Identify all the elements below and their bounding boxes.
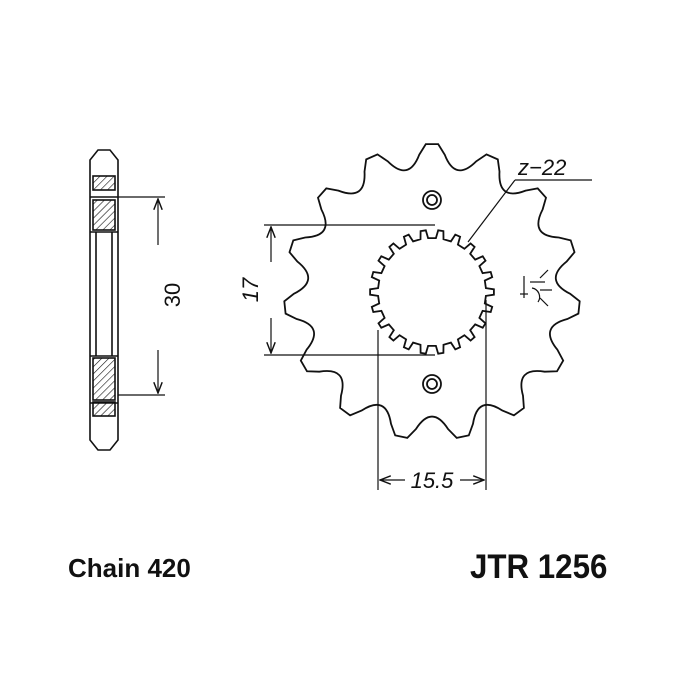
side-profile-outline (89, 149, 119, 451)
dim-side-height-label: 30 (160, 283, 185, 307)
side-hatch-top (92, 175, 116, 191)
direction-mark-icon (520, 269, 552, 307)
side-hatch-bottom (92, 401, 116, 417)
sprocket-front-view (283, 143, 581, 439)
bolt-hole-top (422, 190, 442, 210)
dim-bolt-span-label: 15.5 (411, 468, 455, 493)
dimension-spline-height (264, 224, 435, 356)
bolt-hole-bottom (422, 374, 442, 394)
side-profile-view (89, 149, 119, 451)
sprocket-outline (283, 143, 581, 439)
teeth-count-leader (467, 179, 592, 243)
dimension-side-height (118, 196, 165, 396)
part-number-label: JTR 1256 (470, 548, 608, 586)
dimension-bolt-span (377, 300, 487, 490)
dim-spline-height-label: 17 (238, 277, 263, 302)
chain-size-label: Chain 420 (68, 553, 191, 583)
bolt-hole-top-inner (426, 194, 438, 206)
side-hatch-lower (92, 357, 116, 401)
bolt-hole-bottom-inner (426, 378, 438, 390)
spline-bore-outline (369, 229, 495, 355)
side-hatch-upper (92, 199, 116, 231)
teeth-count-label: z−22 (517, 155, 566, 180)
